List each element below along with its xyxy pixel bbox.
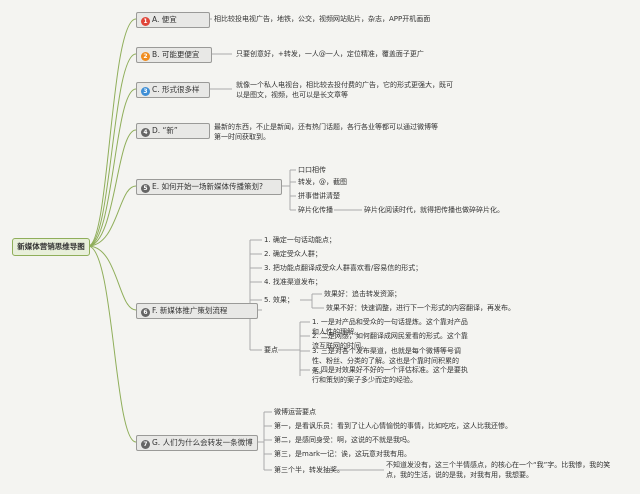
- branch-b-label: B. 可能更便宜: [152, 50, 200, 59]
- connector-root-c: [87, 88, 137, 247]
- branch-e-item: 转发，@，截图: [298, 178, 347, 186]
- branch-d-detail: 最新的东西，不止是新闻，还有热门话题，各行各业等都可以通过微博等第一时间获取到。: [214, 123, 438, 141]
- branch-f-step: 1. 确定一句话动能点；: [264, 236, 336, 244]
- branch-g-item: 第三，是mark一记：诶，这玩意对我有用。: [274, 450, 412, 458]
- branch-e-item: 碎片化传播: [298, 206, 333, 214]
- branch-f-key: 2. 二是网感，如何翻译成网民爱看的形式。这个靠流互联网的时间。: [312, 332, 468, 350]
- branch-f-label: F. 新媒体推广策划流程: [152, 306, 228, 315]
- branch-b-detail: 只要创意好，+转发，一人@一人，定位精准，覆盖面子更广: [236, 50, 424, 58]
- connector-root-f: [87, 245, 137, 311]
- branch-g-item: 第二，是感同身受：啊，这说的不就是我吗。: [274, 436, 414, 444]
- connector-root-e: [87, 185, 137, 247]
- branch-g-item: 第三个半，转发抽奖。: [274, 466, 344, 474]
- branch-a-label: A. 便宜: [152, 15, 177, 24]
- branch-c-detail: 就像一个私人电视台，相比较去投付费的广告，它的形式更强大，既可以是图文，视频，也…: [236, 81, 453, 99]
- number-badge-icon: 3: [141, 87, 150, 96]
- branch-f-step: 4. 找准渠道发布；: [264, 278, 322, 286]
- connector-root-d: [87, 129, 137, 247]
- branch-a-detail: 相比较投电视广告，地铁，公交，视频网站贴片，杂志，APP开机画面: [214, 15, 431, 23]
- number-badge-icon: 2: [141, 52, 150, 61]
- branch-g-item: 第一，是看讽乐员：看到了让人心情愉悦的事情，比如吃吃，这人比我还惨。: [274, 422, 512, 430]
- branch-f-key: 1. 一是对产品和受众的一句话提炼。这个靠对产品和人性的理解。: [312, 318, 468, 336]
- root-node: 新媒体营销思维导图: [12, 238, 90, 256]
- branch-g-item: 微博运营要点: [274, 408, 316, 416]
- branch-e-note: 碎片化阅读时代，就得把传播也做碎碎片化。: [364, 206, 504, 214]
- number-badge-icon: 6: [141, 308, 150, 317]
- connector-root-a: [87, 18, 137, 247]
- number-badge-icon: 4: [141, 128, 150, 137]
- branch-e-label: E. 如何开始一场新媒体传播策划?: [152, 182, 263, 191]
- number-badge-icon: 7: [141, 440, 150, 449]
- branch-f-key: 3. 三是对各个发布渠道，也就是每个微博等号调性、粉丝、分类的了解。这也是个靠时…: [312, 347, 461, 375]
- branch-f-step: 3. 把功能点翻译成受众人群喜欢看/容易信的形式；: [264, 264, 423, 272]
- number-badge-icon: 1: [141, 17, 150, 26]
- branch-f-key: 4. 四是对效果好不好的一个评估标准。这个是要执行和策划的案子多少而定的经验。: [312, 366, 468, 384]
- branch-f-step: 2. 确定受众人群；: [264, 250, 322, 258]
- branch-f-key-label: 要点: [264, 346, 278, 354]
- branch-d-label: D. “新”: [152, 126, 178, 135]
- branch-g-label: G. 人们为什么会转发一条微博: [152, 438, 253, 447]
- branch-f-step: 5. 效果；: [264, 296, 294, 304]
- branch-g-note: 不知道发没有，这三个半情感点，的核心在一个“我”字。比我惨，我的笑点，我的生活，…: [386, 461, 611, 479]
- branch-e-item: 口口相传: [298, 166, 326, 174]
- number-badge-icon: 5: [141, 184, 150, 193]
- connector-root-g: [87, 245, 137, 443]
- branch-f-effect: 效果好：追击转发资源；: [324, 290, 401, 298]
- branch-f-effect: 效果不好：快速调整，进行下一个形式的内容翻译，再发布。: [326, 304, 515, 312]
- connector-root-b: [87, 53, 137, 247]
- branch-c-label: C. 形式很多样: [152, 85, 200, 94]
- branch-e-item: 拼事借讲清楚: [298, 192, 340, 200]
